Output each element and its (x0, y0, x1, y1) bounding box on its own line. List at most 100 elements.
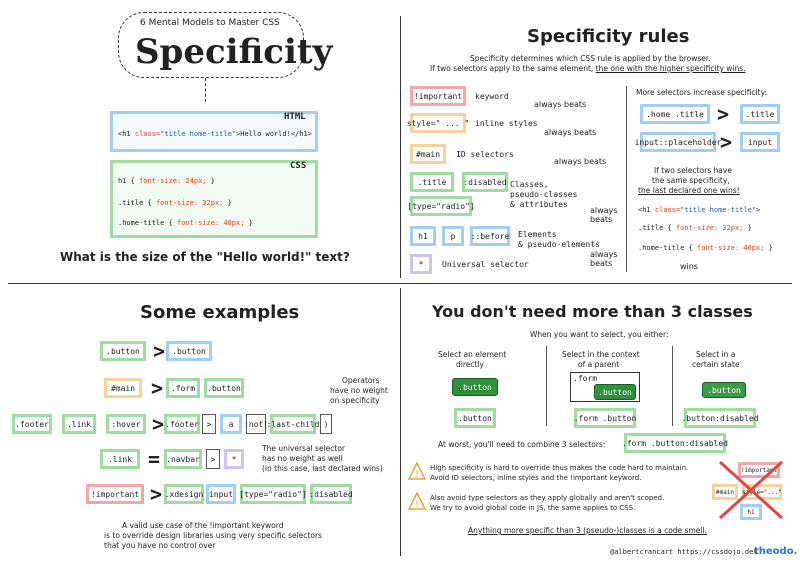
same-spec-2: the same specificity, (652, 176, 730, 185)
col3-title-a: Select in a (696, 350, 736, 359)
selector-p: p (442, 226, 464, 246)
footnote-2: is to override design libraries using ve… (104, 531, 322, 540)
ex2-gt: > (151, 376, 164, 400)
ex1-gt: > (153, 339, 166, 363)
code-smell-note: Anything more specific than 3 (pseudo-)c… (468, 526, 707, 535)
sel-direct: .button (454, 408, 496, 428)
rules-intro-1: Specificity determines which CSS rule is… (470, 54, 711, 63)
bad-main: #main (712, 484, 738, 500)
ex4-universal: * (224, 449, 244, 469)
always-beats-2: always beats (544, 128, 597, 137)
selector-universal: * (410, 254, 432, 274)
svg-text:!: ! (415, 469, 419, 480)
sel-state: .button:disabled (681, 408, 759, 428)
more-selectors-note: More selectors increase specificity: (636, 88, 768, 97)
col1-title-a: Select an element (438, 350, 507, 359)
always-beats-5: always beats (590, 250, 618, 268)
worst-case-selector: .form .button:disabled (622, 433, 728, 453)
label-inline-styles: inline styles (475, 119, 538, 128)
demo-button-direct: .button (452, 378, 498, 396)
demo-form-label: .form (573, 374, 598, 383)
html-label: HTML (284, 112, 306, 122)
ex3-last-child: :last-child (267, 414, 320, 434)
ex3-footer-2: .footer (164, 414, 200, 434)
horizontal-divider (8, 283, 792, 284)
ex4-navbar: .navbar (164, 449, 202, 469)
section-title-three-classes: You don't need more than 3 classes (432, 302, 753, 321)
ex2-form: .form (166, 378, 200, 398)
ex3-close-paren: ) (320, 414, 332, 434)
same-spec-3: the last declared one wins! (638, 186, 740, 195)
demo-button-state: .button (702, 382, 746, 398)
warning-2a: Also avoid type selectors as they apply … (430, 494, 665, 502)
bubble-tail (205, 78, 215, 102)
col2-title-b: of a parent (578, 360, 620, 369)
selector-important: !important (410, 86, 466, 106)
ex3-child-op: > (202, 414, 216, 434)
worst-case-text: At worst, you'll need to combine 3 selec… (438, 440, 606, 449)
ex5-important: !important (86, 484, 144, 504)
bad-h1: h1 (740, 504, 762, 520)
label-classes: Classes, pseudo-classes & attributes (510, 180, 578, 209)
css-panel (110, 160, 318, 238)
warning-icon-2: ! (407, 491, 427, 510)
html-panel (110, 111, 318, 152)
selector-input: input (740, 132, 780, 152)
cross-out-icon (716, 458, 786, 522)
css-line-title: .title { font-size: 32px; } (118, 199, 232, 207)
warning-2b: We try to avoid global code in JS, the s… (430, 504, 636, 512)
css-line-home-title: .home-title { font-size: 40px; } (118, 219, 253, 227)
selector-h1: h1 (410, 226, 436, 246)
demo-button-parent: .button (594, 384, 636, 400)
selector-id-main: #main (410, 144, 446, 164)
ex3-footer: .footer (12, 414, 52, 434)
selector-disabled: :disabled (462, 172, 508, 192)
footnote-3: that you have no control over (104, 541, 216, 550)
example-h1-code: <h1 class="title home-title"> (638, 206, 761, 214)
credit: @albertcrancart https://cssdojo.dev (610, 548, 758, 556)
ex1-left: .button (100, 341, 146, 361)
selector-home-title: .home .title (640, 104, 710, 124)
select-intro: When you want to select, you either: (530, 330, 669, 339)
label-id-selectors: ID selectors (456, 150, 514, 159)
thought-bubble (118, 12, 304, 78)
ex2-button: .button (204, 378, 244, 398)
vertical-divider-bottom (400, 288, 401, 556)
warning-1a: High specificity is hard to override thu… (430, 464, 689, 472)
footnote-1: A valid use case of the !important keywo… (122, 521, 284, 530)
selector-type-radio: [type="radio"] (407, 196, 475, 216)
selector-title: .title (410, 172, 454, 192)
question-text: What is the size of the "Hello world!" t… (60, 250, 350, 264)
demo-form-box (570, 372, 640, 402)
wins-label: wins (680, 262, 699, 271)
bubble-subtitle: 6 Mental Models to Master CSS (140, 18, 280, 28)
label-keyword: keyword (475, 92, 509, 101)
col3-title-b: certain state (692, 360, 740, 369)
ex4-link: .link (100, 449, 140, 469)
ex3-hover: :hover (106, 414, 146, 434)
ex4-child-op: > (206, 449, 220, 469)
ex5-xdesign: .xdesign (164, 484, 204, 504)
example-home-line: .home-title { font-size: 40px; } (638, 244, 773, 252)
css-label: CSS (290, 161, 307, 171)
rules-intro-2: If two selectors apply to the same eleme… (430, 64, 746, 73)
operators-note-3: on specificity (330, 396, 380, 405)
warning-icon-1: ! (407, 461, 427, 480)
vertical-divider-top (400, 16, 401, 278)
example-title-line: .title { font-size: 32px; } (638, 224, 752, 232)
selector-title-right: .title (740, 104, 780, 124)
ex1-right: .button (166, 341, 212, 361)
css-line-h1: h1 { font-size: 24px; } (118, 177, 215, 185)
rules-column-divider (626, 86, 627, 272)
ex3-gt: > (152, 412, 165, 436)
col-divider-2 (672, 346, 673, 426)
ex3-not: :not( (244, 414, 268, 434)
col-divider-1 (546, 346, 547, 426)
universal-note-1: The universal selector (262, 444, 345, 453)
greater-than-1: > (717, 102, 730, 126)
operators-note-2: have no weight (330, 386, 388, 395)
label-elements: Elements & pseudo-elements (518, 230, 600, 249)
ex3-link: .link (62, 414, 96, 434)
greater-than-2: > (720, 130, 733, 154)
selector-input-placeholder: input::placeholder (635, 132, 721, 152)
